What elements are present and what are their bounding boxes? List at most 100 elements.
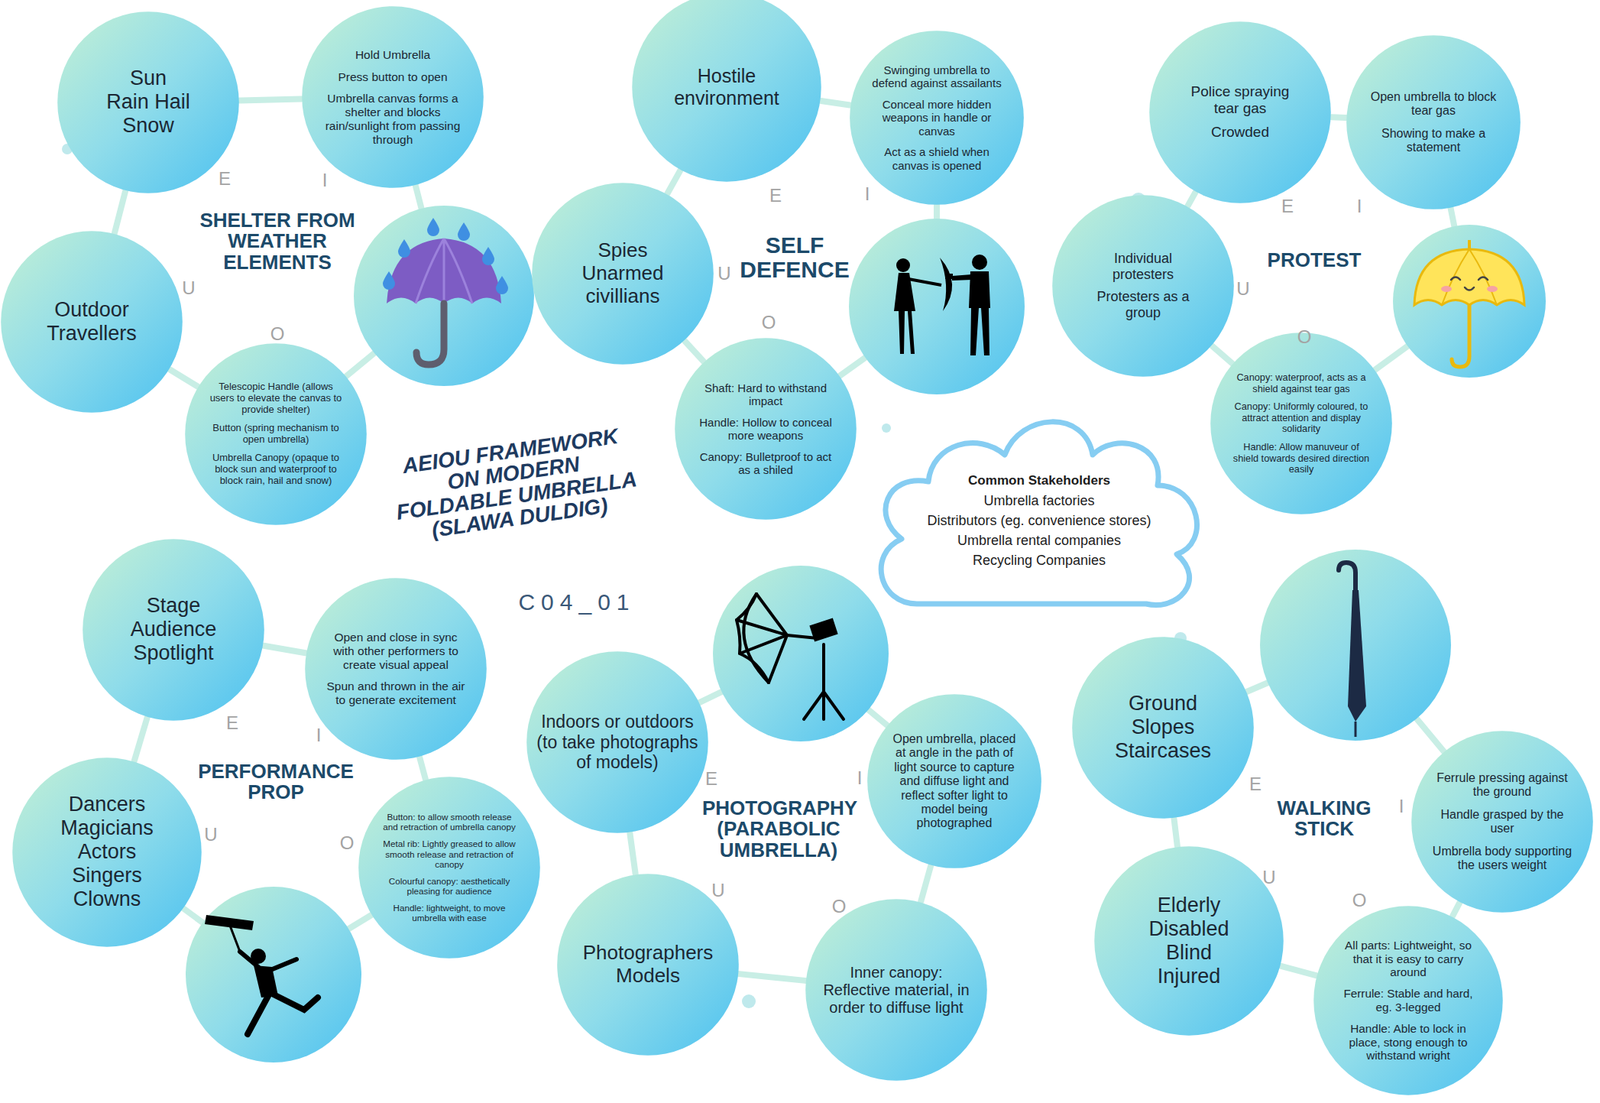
aeiou-bubble: Swinging umbrella to defend against assa… [848, 29, 1025, 206]
ring-connector [667, 170, 681, 194]
aeiou-letter: O [270, 323, 286, 345]
node-text-block: Dancers Magicians Actors Singers Clowns [53, 792, 161, 911]
ring-connector [263, 645, 306, 654]
ring-connector [684, 340, 703, 361]
node-text: Ferrule: Stable and hard, eg. 3-legged [1337, 986, 1480, 1014]
node-text-block: Swinging umbrella to defend against assa… [870, 63, 1005, 172]
node-text: Button (spring mechanism to open umbrell… [207, 422, 345, 446]
closed-umbrella-icon [1259, 549, 1452, 741]
node-text-block: Open umbrella to block tear gasShowing t… [1370, 90, 1497, 156]
node-text: Spies Unarmed civillians [565, 239, 681, 308]
node-text: Open umbrella, placed at angle in the pa… [887, 731, 1022, 831]
aeiou-letter: E [218, 168, 231, 190]
cluster-heading: WALKING STICK [1266, 797, 1382, 840]
node-text: Canopy: Bulletproof to act as a shiled [696, 450, 835, 477]
aeiou-bubble: Open umbrella to block tear gasShowing t… [1345, 34, 1522, 211]
node-text: Canopy: waterproof, acts as a shield aga… [1232, 372, 1371, 395]
aeiou-letter: O [1297, 326, 1312, 348]
bubble-fill [805, 898, 988, 1081]
node-text-block: Individual protestersProtesters as a gro… [1085, 250, 1201, 321]
aeiou-bubble: Hostile environment [631, 0, 823, 183]
bubble-fill [631, 0, 822, 182]
aeiou-letter: E [705, 767, 718, 790]
node-text: Handle: Allow manuveur of shield towards… [1232, 441, 1371, 476]
node-text: Handle: Hollow to conceal more weapons [696, 415, 835, 443]
cloud-heading: Common Stakeholders [905, 471, 1173, 491]
aeiou-bubble: Stage Audience Spotlight [81, 537, 266, 722]
aeiou-letter: I [322, 169, 328, 192]
aeiou-letter: O [832, 895, 847, 917]
aeiou-bubble: Sun Rain Hail Snow [56, 10, 240, 195]
node-text: Umbrella Canopy (opaque to block sun and… [207, 452, 345, 487]
node-text: Press button to open [320, 69, 466, 84]
aeiou-bubble: All parts: Lightweight, so that it is ea… [1312, 904, 1504, 1096]
node-text-block: Stage Audience Spotlight [119, 593, 227, 665]
node-text: Indoors or outdoors (to take photographs… [535, 711, 700, 773]
aeiou-letter: O [340, 832, 355, 854]
bubble-fill [526, 651, 709, 833]
node-text: Canopy: Uniformly coloured, to attract a… [1232, 401, 1371, 435]
node-text: Swinging umbrella to defend against assa… [870, 63, 1005, 91]
aeiou-bubble: Open umbrella, placed at angle in the pa… [866, 693, 1043, 869]
photo-umbrella-icon [712, 565, 889, 742]
bubble-fill [304, 577, 487, 760]
cluster-heading: SELF DEFENCE [737, 233, 852, 282]
node-text-block: Indoors or outdoors (to take photographs… [535, 711, 700, 773]
ring-connector [114, 191, 126, 234]
node-text: Police spraying tear gas [1178, 83, 1302, 117]
node-text-block: Open and close in sync with other perfor… [323, 630, 469, 707]
aeiou-letter: U [1236, 278, 1250, 300]
node-text: Ferrule pressing against the ground [1429, 770, 1575, 800]
aeiou-bubble: Individual protestersProtesters as a gro… [1051, 194, 1235, 378]
aeiou-bubble: Ground Slopes Staircases [1071, 635, 1255, 820]
aeiou-bubble: Hold UmbrellaPress button to openUmbrell… [301, 5, 485, 189]
ring-connector [821, 100, 851, 105]
node-text-block: Sun Rain Hail Snow [106, 66, 191, 138]
bubble-shape [1345, 34, 1522, 211]
bubble-fill [1411, 730, 1594, 913]
bubble-fill [531, 182, 714, 365]
bubble-fill [1313, 905, 1503, 1095]
ring-connector [629, 832, 635, 874]
node-text-block: Elderly Disabled Blind Injured [1131, 893, 1247, 988]
bubble-fill [184, 343, 367, 525]
aeiou-bubble: Indoors or outdoors (to take photographs… [525, 650, 710, 834]
ring-connector [738, 973, 805, 981]
ring-connector [1212, 346, 1233, 364]
node-text: Protesters as a group [1085, 289, 1201, 321]
bubble-fill [57, 11, 240, 194]
node-text: Open umbrella to block tear gas [1370, 90, 1497, 119]
bubble-fill [1094, 845, 1284, 1036]
aeiou-bubble: Button: to allow smooth release and retr… [357, 775, 541, 959]
bubble-fill [301, 6, 484, 188]
node-text: Distributors (eg. convenience stores) [905, 510, 1173, 531]
ring-connector [239, 99, 302, 101]
node-text-block: Photographers Models [575, 941, 721, 988]
node-text: Outdoor Travellers [30, 297, 153, 346]
aeiou-letter: I [1357, 195, 1363, 218]
cluster-heading: PHOTOGRAPHY (PARABOLIC UMBRELLA) [702, 797, 856, 861]
bubble-fill [82, 538, 265, 721]
bubble-fill [0, 230, 183, 413]
node-text-block: Hostile environment [654, 64, 800, 110]
node-text: Open and close in sync with other perfor… [323, 630, 469, 671]
node-text: Colourful canopy: aesthetically pleasing… [382, 875, 517, 897]
node-text-block: Outdoor Travellers [30, 297, 153, 346]
node-text: Photographers Models [575, 941, 721, 988]
node-text: Metal rib: Lightly greased to allow smoo… [382, 838, 517, 869]
bubble-fill [1052, 194, 1235, 377]
node-text-block: Button: to allow smooth release and retr… [382, 811, 517, 924]
node-text-block: Police spraying tear gasCrowded [1178, 83, 1302, 141]
cluster-heading: SHELTER FROM WEATHER ELEMENTS [189, 210, 366, 273]
aeiou-bubble: Ferrule pressing against the groundHandl… [1410, 729, 1594, 914]
ring-connector [169, 369, 198, 386]
node-text: Button: to allow smooth release and retr… [382, 811, 517, 833]
sheet-code: C04_01 [518, 589, 635, 616]
ring-connector [1174, 818, 1178, 846]
ring-lines [106, 97, 1503, 975]
aeiou-bubble: Outdoor Travellers [0, 229, 184, 414]
bubble-shape [1051, 194, 1235, 378]
self-defence-silhouettes [848, 218, 1025, 395]
ring-connector [1331, 113, 1346, 121]
